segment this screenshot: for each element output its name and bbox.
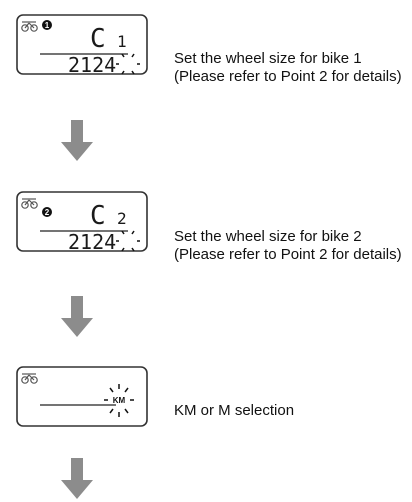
lcd-value: 2124	[68, 230, 116, 252]
bike-number-badge	[42, 20, 52, 30]
lcd-value: 2124	[68, 53, 116, 75]
bike-icon	[21, 21, 38, 32]
step-2-line-1: Set the wheel size for bike 2	[174, 228, 362, 245]
step-3-description: KM or M selection	[174, 402, 294, 420]
lcd-code-letter: C	[90, 24, 106, 54]
step-1-line-1: Set the wheel size for bike 1	[174, 50, 362, 67]
bike-number: 2	[45, 208, 50, 217]
blink-rays-icon	[116, 230, 140, 252]
step-1-description: Set the wheel size for bike 1 (Please re…	[174, 50, 402, 86]
lcd-display-bike-2: 2 C 2 2124	[16, 191, 148, 252]
lcd-display-unit: KM	[16, 366, 148, 427]
step-2-line-2: (Please refer to Point 2 for details)	[174, 246, 402, 263]
bike-icon	[21, 373, 38, 384]
blink-rays-icon	[116, 53, 140, 75]
step-3-line-1: KM or M selection	[174, 402, 295, 419]
lcd-code-letter: C	[90, 201, 106, 231]
bike-icon	[21, 198, 38, 209]
down-arrow-icon	[61, 296, 93, 337]
lcd-code-digit: 2	[117, 209, 127, 228]
step-1-line-2: (Please refer to Point 2 for details)	[174, 68, 402, 85]
down-arrow-icon	[61, 120, 93, 161]
bike-number-badge	[42, 207, 52, 217]
step-2-description: Set the wheel size for bike 2 (Please re…	[174, 228, 402, 264]
bike-number: 1	[45, 21, 50, 30]
down-arrow-icon	[61, 458, 93, 499]
lcd-code-digit: 1	[117, 32, 127, 51]
lcd-unit: KM	[113, 396, 126, 405]
blink-rays-icon	[104, 384, 134, 417]
lcd-display-bike-1: 1 C 1 2124	[16, 14, 148, 75]
